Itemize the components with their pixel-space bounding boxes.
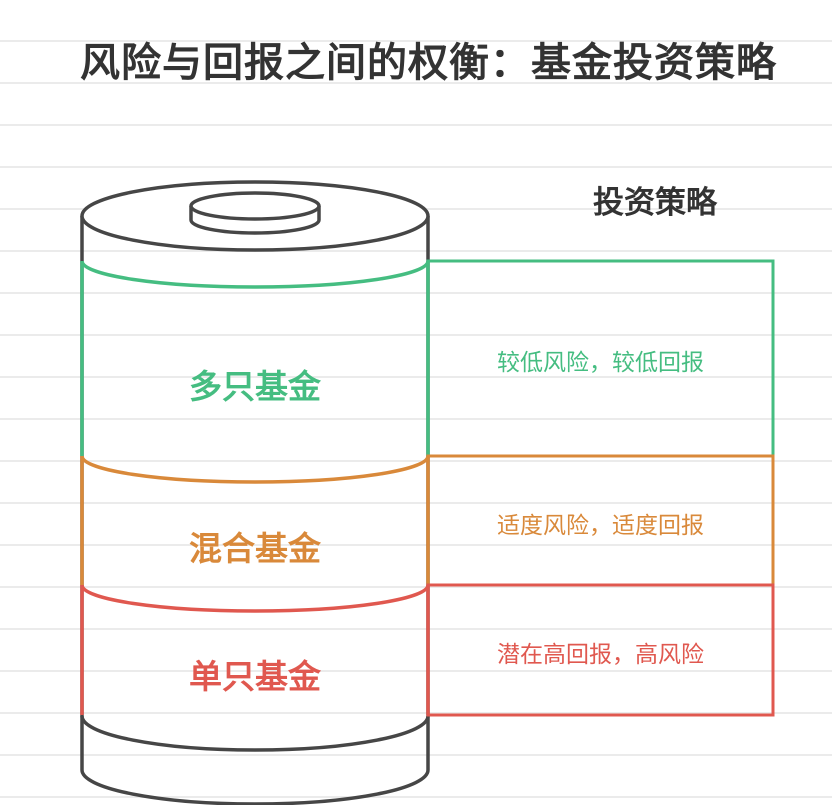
layer-desc-mixed-fund: 适度风险，适度回报 (497, 513, 704, 539)
layer-single-fund (80, 583, 775, 717)
cylinder-bottom-band (80, 715, 430, 752)
layer-label-single-fund: 单只基金 (189, 657, 321, 696)
page-title: 风险与回报之间的权衡：基金投资策略 (80, 40, 777, 86)
layer-mixed-fund (80, 454, 775, 587)
layer-desc-multi-fund: 较低风险，较低回报 (497, 350, 704, 376)
layer-desc-single-fund: 潜在高回报，高风险 (497, 642, 704, 668)
layer-single-fund-top-arc (80, 584, 430, 613)
layer-multi-fund-sides (80, 261, 430, 456)
cylinder-top-cap (189, 191, 321, 221)
layer-single-fund-box (426, 583, 775, 717)
layer-mixed-fund-top-arc (80, 455, 430, 484)
layer-multi-fund-top-arc (80, 260, 430, 289)
cylinder-body-outline (80, 216, 430, 805)
layer-label-multi-fund: 多只基金 (189, 367, 321, 406)
layer-label-mixed-fund: 混合基金 (189, 529, 321, 568)
strategy-header: 投资策略 (593, 185, 717, 221)
